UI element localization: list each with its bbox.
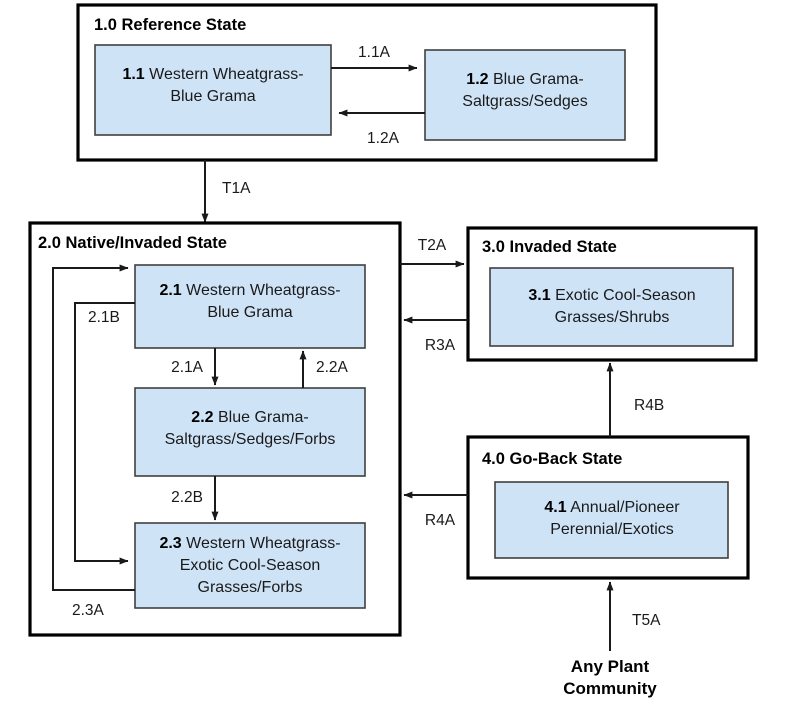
arrow-2.1B: 2.1B: [74, 302, 135, 565]
state-box-1.0[interactable]: 1.0 Reference State 1.1 Western Wheatgra…: [76, 3, 658, 162]
community-3.1-line2: Grasses/Shrubs: [555, 309, 670, 326]
community-2.3-line2: Exotic Cool-Season: [180, 557, 321, 574]
community-3.1-line1: 3.1 Exotic Cool-Season: [528, 287, 695, 304]
community-1.2-line1: 1.2 Blue Grama-: [466, 71, 583, 88]
arrow-2.3A-label: 2.3A: [72, 602, 105, 619]
community-box-1.1[interactable]: 1.1 Western Wheatgrass- Blue Grama: [94, 44, 332, 136]
community-1.1-line2: Blue Grama: [170, 88, 255, 105]
community-1.2-line2: Saltgrass/Sedges: [462, 93, 587, 110]
community-2.1-outline: [134, 264, 366, 349]
arrow-R3A: R3A: [403, 316, 468, 354]
external-node-any-plant-community[interactable]: Any Plant Community: [563, 657, 657, 698]
state-box-4.0[interactable]: 4.0 Go-Back State 4.1 Annual/Pioneer Per…: [466, 435, 750, 580]
state-3.0-title: 3.0 Invaded State: [482, 238, 617, 256]
arrow-T2A-label: T2A: [418, 237, 447, 254]
arrow-2.2A-label: 2.2A: [316, 359, 349, 376]
arrow-R4A: R4A: [403, 491, 468, 529]
community-2.1-line2: Blue Grama: [207, 304, 292, 321]
community-1.2-outline: [424, 49, 626, 141]
arrow-2.1A-label: 2.1A: [171, 359, 204, 376]
community-1.1-outline: [94, 44, 332, 136]
community-1.1-line1: 1.1 Western Wheatgrass-: [122, 66, 303, 83]
community-3.1-outline: [489, 267, 734, 347]
arrow-1.2A-label: 1.2A: [367, 130, 400, 147]
arrow-T2A: T2A: [400, 237, 465, 268]
arrow-T5A: T5A: [606, 581, 661, 651]
arrow-T5A-label: T5A: [632, 612, 661, 629]
state-1.0-title: 1.0 Reference State: [94, 16, 246, 34]
community-2.2-line1: 2.2 Blue Grama-: [191, 409, 308, 426]
arrow-2.1B-label: 2.1B: [88, 309, 120, 326]
community-2.2-outline: [134, 387, 366, 477]
community-4.1-line2: Perennial/Exotics: [550, 521, 674, 538]
arrow-1.1A-label: 1.1A: [358, 44, 391, 61]
community-2.3-line1: 2.3 Western Wheatgrass-: [159, 535, 340, 552]
arrow-R4B-label: R4B: [634, 397, 664, 414]
state-2.0-title: 2.0 Native/Invaded State: [38, 234, 227, 252]
arrow-2.3A: 2.3A: [52, 264, 135, 619]
arrow-1.2A: 1.2A: [338, 109, 425, 147]
arrow-T1A: T1A: [201, 160, 251, 223]
arrow-R4A-label: R4A: [425, 512, 456, 529]
community-box-3.1[interactable]: 3.1 Exotic Cool-Season Grasses/Shrubs: [489, 267, 734, 347]
state-4.0-title: 4.0 Go-Back State: [482, 450, 622, 468]
community-2.2-line2: Saltgrass/Sedges/Forbs: [165, 431, 336, 448]
community-box-2.1[interactable]: 2.1 Western Wheatgrass- Blue Grama: [134, 264, 366, 349]
community-box-2.2[interactable]: 2.2 Blue Grama- Saltgrass/Sedges/Forbs: [134, 387, 366, 477]
arrow-2.2B-label: 2.2B: [171, 489, 203, 506]
community-4.1-outline: [494, 481, 729, 559]
arrow-R3A-label: R3A: [425, 337, 456, 354]
community-2.3-outline: [134, 522, 366, 609]
arrow-1.1A: 1.1A: [331, 44, 418, 72]
arrow-2.1A: 2.1A: [171, 348, 219, 386]
community-2.1-line1: 2.1 Western Wheatgrass-: [159, 282, 340, 299]
state-box-3.0[interactable]: 3.0 Invaded State 3.1 Exotic Cool-Season…: [466, 226, 758, 362]
arrow-2.2B: 2.2B: [171, 476, 219, 521]
community-4.1-line1: 4.1 Annual/Pioneer: [544, 499, 680, 516]
community-2.3-line3: Grasses/Forbs: [198, 579, 303, 596]
state-box-2.0[interactable]: 2.0 Native/Invaded State 2.1 Western Whe…: [28, 221, 402, 637]
arrow-T1A-label: T1A: [222, 180, 251, 197]
community-box-4.1[interactable]: 4.1 Annual/Pioneer Perennial/Exotics: [494, 481, 729, 559]
any-plant-community-line1: Any Plant: [571, 657, 650, 676]
community-box-2.3[interactable]: 2.3 Western Wheatgrass- Exotic Cool-Seas…: [134, 522, 366, 609]
arrow-R4B: R4B: [606, 362, 664, 437]
arrow-2.2A: 2.2A: [299, 350, 349, 388]
any-plant-community-line2: Community: [563, 679, 657, 698]
community-box-1.2[interactable]: 1.2 Blue Grama- Saltgrass/Sedges: [424, 49, 626, 141]
